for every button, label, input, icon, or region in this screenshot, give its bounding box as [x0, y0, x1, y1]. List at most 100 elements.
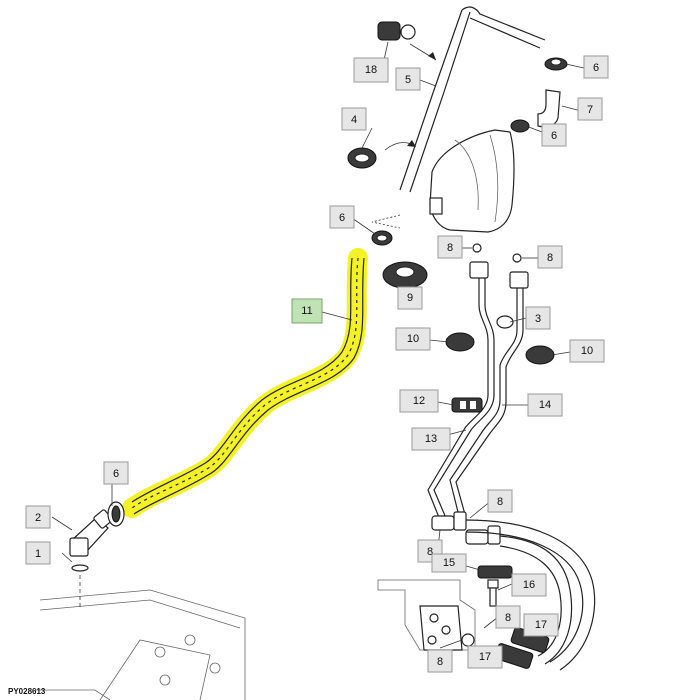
svg-text:2: 2 [35, 512, 41, 524]
svg-text:10: 10 [407, 333, 419, 345]
arrowhead-clamp-18 [428, 52, 436, 60]
dash-connector [371, 214, 401, 229]
callout-6-lower-left[interactable]: 6 [103, 461, 129, 485]
callout-8-mid-right[interactable]: 8 [487, 489, 513, 513]
mount-bracket [377, 579, 476, 651]
svg-text:6: 6 [113, 468, 119, 480]
clamp-6-mid [371, 230, 393, 246]
svg-text:18: 18 [365, 64, 377, 76]
clamp-6-tank [510, 119, 530, 133]
clamp-15 [477, 565, 513, 579]
elbow-7 [537, 89, 561, 128]
callout-8-lower-left[interactable]: 8 [427, 649, 453, 673]
svg-text:6: 6 [551, 130, 557, 142]
callout-8-lower-right[interactable]: 8 [495, 605, 521, 629]
tube-14-outer [455, 288, 524, 519]
o-ring-1 [71, 564, 89, 572]
svg-text:11: 11 [301, 305, 312, 317]
callout-9[interactable]: 9 [397, 286, 423, 310]
svg-text:8: 8 [427, 546, 433, 558]
svg-text:4: 4 [351, 114, 357, 126]
clamp-12 [451, 397, 483, 413]
svg-text:5: 5 [405, 74, 411, 86]
svg-text:15: 15 [443, 557, 455, 569]
tube-13-outer [433, 278, 495, 519]
grommet-4 [347, 147, 377, 169]
hose-11-highlight[interactable] [122, 248, 368, 518]
fitting-lower-b [465, 525, 501, 545]
grommet-10-left [445, 332, 475, 352]
callout-6-mid[interactable]: 6 [329, 205, 355, 229]
callout-6-tank[interactable]: 6 [541, 123, 567, 147]
clamp-18 [377, 21, 416, 41]
tube-13 [427, 278, 489, 521]
hose-17-upper [465, 519, 596, 671]
hose-11-centerline [131, 257, 359, 509]
hose-17-lower-outer [499, 545, 562, 657]
reservoir-tank [429, 129, 515, 233]
hose-11[interactable] [131, 257, 353, 503]
svg-text:16: 16 [523, 579, 535, 591]
callout-12[interactable]: 12 [399, 389, 439, 413]
svg-text:8: 8 [437, 656, 443, 668]
hose-5-bend-outer [469, 17, 541, 49]
figure-code: PY028613 [8, 687, 46, 696]
clamp-6-lower [107, 501, 125, 527]
svg-text:3: 3 [535, 313, 541, 325]
plug-3 [496, 315, 514, 329]
svg-text:14: 14 [539, 399, 551, 411]
callout-17-upper[interactable]: 17 [523, 613, 559, 637]
svg-text:10: 10 [581, 345, 593, 357]
svg-text:8: 8 [497, 496, 503, 508]
fitting-upper-right [509, 253, 529, 289]
hose-5 [399, 9, 463, 191]
callout-1[interactable]: 1 [25, 541, 51, 565]
frame-lower-left [35, 589, 246, 700]
svg-text:17: 17 [535, 619, 547, 631]
hose-5-outer [409, 11, 471, 193]
callout-4[interactable]: 4 [341, 107, 367, 131]
bolt-16 [487, 579, 499, 607]
grommet-9 [382, 261, 428, 289]
hose-17-upper-outer [465, 531, 584, 663]
arrowhead-grommet-4 [407, 140, 416, 147]
grommet-10-right [525, 345, 555, 365]
callout-15[interactable]: 15 [431, 553, 467, 573]
svg-text:1: 1 [35, 548, 41, 560]
svg-text:17: 17 [479, 651, 491, 663]
hose-5-bend [461, 6, 546, 41]
callout-8-upper-right[interactable]: 8 [537, 245, 563, 269]
svg-text:7: 7 [587, 104, 593, 116]
svg-text:12: 12 [413, 395, 425, 407]
callout-14[interactable]: 14 [527, 393, 563, 417]
callout-10-right[interactable]: 10 [569, 339, 605, 363]
clamp-6-upper [544, 57, 568, 71]
callout-5[interactable]: 5 [395, 67, 421, 91]
callout-17-lower[interactable]: 17 [467, 645, 503, 669]
svg-text:9: 9 [407, 292, 413, 304]
svg-text:8: 8 [505, 612, 511, 624]
callout-10-left[interactable]: 10 [395, 327, 431, 351]
callout-11-highlighted[interactable]: 11 [291, 298, 323, 324]
tube-14 [449, 288, 518, 521]
callout-2[interactable]: 2 [25, 505, 51, 529]
svg-text:6: 6 [339, 212, 345, 224]
svg-text:8: 8 [447, 242, 453, 254]
elbow-fitting-2 [69, 509, 113, 557]
callout-8-upper-left[interactable]: 8 [437, 235, 463, 259]
callout-13[interactable]: 13 [411, 427, 451, 451]
callout-18[interactable]: 18 [353, 57, 389, 83]
svg-text:13: 13 [425, 433, 437, 445]
seal-8-lower [461, 633, 475, 647]
callout-16[interactable]: 16 [511, 573, 547, 597]
fitting-lower-a [431, 511, 467, 531]
hose-17-lower [499, 535, 573, 665]
svg-text:8: 8 [547, 252, 553, 264]
svg-text:6: 6 [593, 62, 599, 74]
callout-3[interactable]: 3 [525, 306, 551, 330]
callout-6-upper-right[interactable]: 6 [583, 55, 609, 79]
hose-11-edge [133, 257, 365, 515]
callout-7[interactable]: 7 [577, 97, 603, 121]
fitting-upper-left [469, 243, 489, 279]
